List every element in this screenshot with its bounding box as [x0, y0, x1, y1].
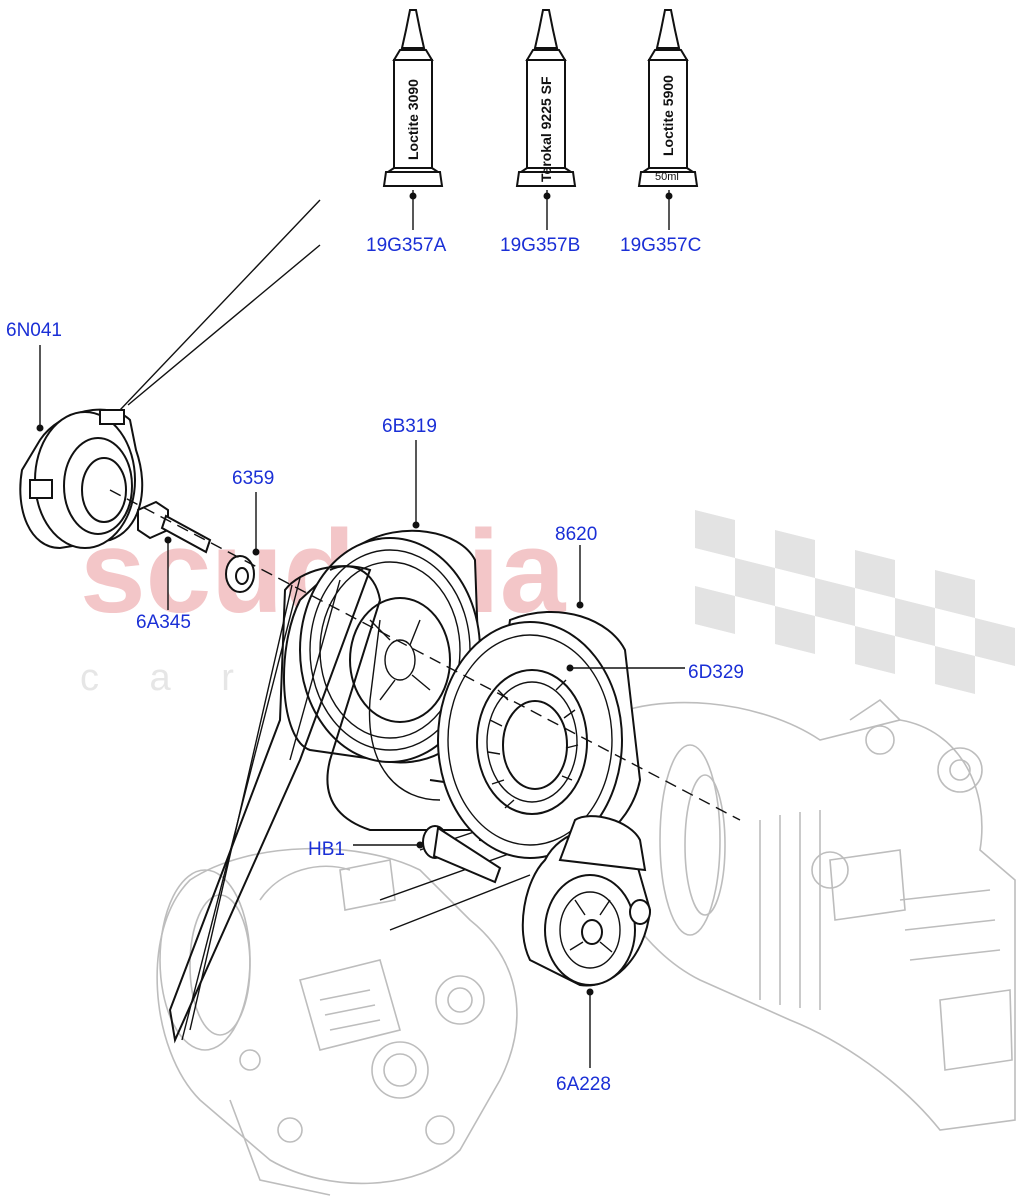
callout-6A228[interactable]: 6A228 — [556, 1074, 611, 1095]
callout-19G357C[interactable]: 19G357C — [620, 235, 701, 256]
sealant-tube-3: Loctite 5900 50ml — [637, 9, 699, 187]
belt-tensioner — [521, 815, 652, 987]
callout-HB1[interactable]: HB1 — [308, 839, 345, 860]
pulley-washer — [225, 555, 255, 593]
ac-compressor-ghost — [156, 847, 518, 1196]
checkered-flag-icon — [695, 510, 1015, 694]
callout-8620[interactable]: 8620 — [555, 524, 597, 545]
callout-6N041[interactable]: 6N041 — [6, 320, 62, 341]
sealant-tube-1: Loctite 3090 — [382, 9, 444, 187]
front-crankshaft-seal — [19, 408, 144, 550]
callout-19G357B[interactable]: 19G357B — [500, 235, 580, 256]
tube-2-label: Terokal 9225 SF — [538, 76, 554, 182]
crankshaft-pulley — [282, 529, 482, 764]
sealant-tube-2: Terokal 9225 SF — [515, 9, 577, 187]
tensioner-bolt — [422, 825, 502, 884]
leader-dots — [36, 192, 673, 996]
callout-6359[interactable]: 6359 — [232, 468, 274, 489]
callout-6A345[interactable]: 6A345 — [136, 612, 191, 633]
tube-3-label: Loctite 5900 — [660, 75, 676, 156]
callout-6B319[interactable]: 6B319 — [382, 416, 437, 437]
callout-6D329[interactable]: 6D329 — [688, 662, 744, 683]
alternator-ghost — [589, 698, 1016, 1131]
assembly-axis — [109, 489, 741, 821]
tube-1-label: Loctite 3090 — [405, 79, 421, 160]
crankshaft-damper — [437, 611, 642, 859]
tube-3-volume: 50ml — [655, 171, 679, 183]
callout-19G357A[interactable]: 19G357A — [366, 235, 447, 256]
callout-labels: 19G357A 19G357B 19G357C 6N041 6B319 6359… — [6, 235, 744, 1095]
crankshaft-pulley-bolt — [137, 500, 212, 554]
